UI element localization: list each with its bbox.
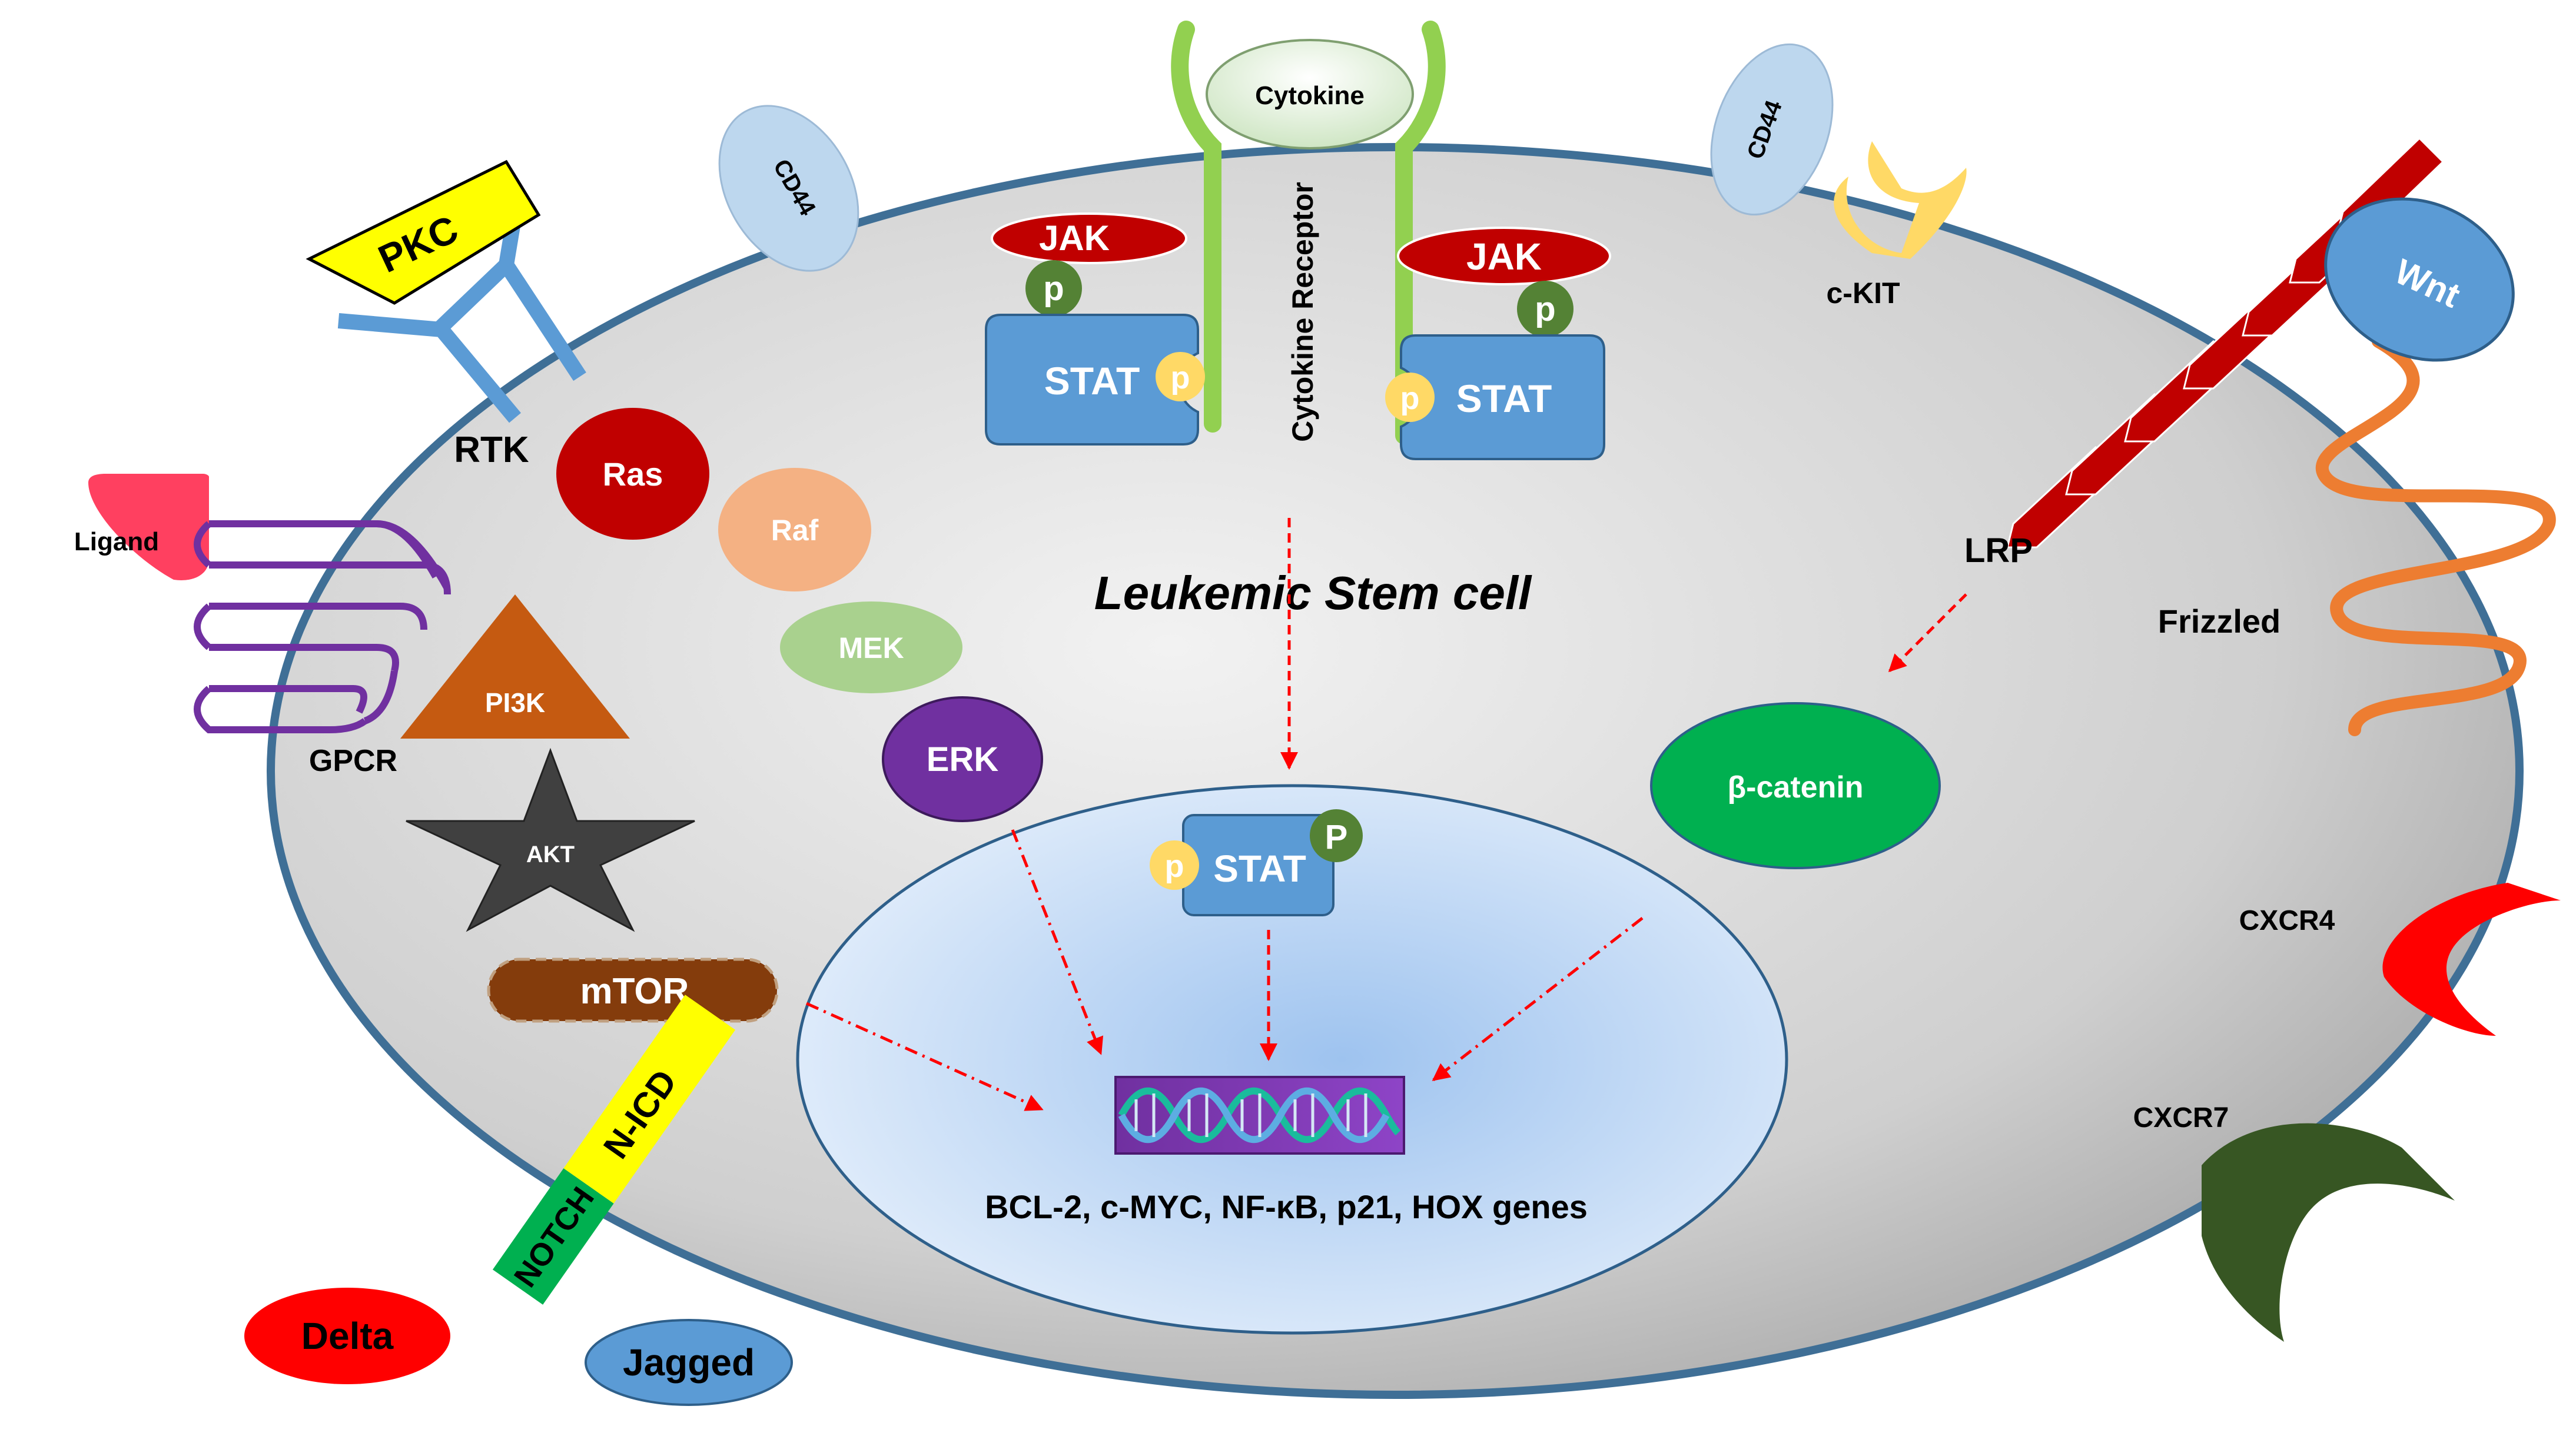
stat-right-label: STAT bbox=[1456, 377, 1552, 420]
cd44-right bbox=[1710, 43, 1834, 216]
gpcr-receptor bbox=[194, 520, 451, 733]
cytokine-label: Cytokine bbox=[1255, 81, 1365, 110]
phospho-jak-left-label: p bbox=[1043, 270, 1064, 308]
ras-label: Ras bbox=[603, 456, 663, 493]
frizzled-label: Frizzled bbox=[2158, 603, 2280, 640]
cd44-left bbox=[718, 105, 859, 272]
mtor-label: mTOR bbox=[580, 971, 689, 1012]
stat-right bbox=[1400, 334, 1605, 460]
ligand bbox=[88, 474, 209, 580]
pi3k bbox=[400, 594, 630, 739]
phospho-stat-right-label: p bbox=[1400, 381, 1420, 416]
arrow-lrp-to-betacatenin bbox=[1888, 593, 1967, 673]
jak-left bbox=[991, 212, 1187, 264]
stat-left-label: STAT bbox=[1044, 359, 1140, 403]
erk bbox=[882, 696, 1043, 822]
phospho-jak-left bbox=[1025, 260, 1082, 317]
stat-nucleus-label: STAT bbox=[1213, 847, 1306, 890]
mtor bbox=[487, 958, 779, 1023]
phospho-stat-nucleus-left bbox=[1150, 840, 1199, 890]
frizzled-receptor bbox=[2315, 335, 2556, 736]
cytokine-receptor-label: Cytokine Receptor bbox=[1286, 182, 1319, 442]
target-genes-label: BCL-2, c-MYC, NF-κB, p21, HOX genes bbox=[985, 1188, 1588, 1225]
pi3k-label: PI3K bbox=[485, 687, 545, 718]
cxcr4-label: CXCR4 bbox=[2239, 905, 2335, 936]
beta-catenin bbox=[1650, 702, 1941, 869]
cxcr7-receptor bbox=[2202, 1123, 2455, 1342]
mek bbox=[780, 601, 962, 693]
arrow-erk-to-dna bbox=[1011, 829, 1104, 1055]
phospho-jak-right-label: p bbox=[1535, 290, 1555, 328]
ckit-receptor bbox=[1834, 141, 1967, 259]
cxcr4-receptor bbox=[2382, 883, 2561, 1036]
stat-left bbox=[985, 314, 1199, 446]
lrp-label: LRP bbox=[1964, 531, 2033, 570]
jagged-label: Jagged bbox=[623, 1341, 755, 1384]
nucleus bbox=[796, 784, 1788, 1335]
pkc bbox=[306, 159, 541, 305]
delta-label: Delta bbox=[301, 1315, 394, 1357]
jak-left-label: JAK bbox=[1039, 218, 1110, 258]
dna-helix-icon bbox=[1114, 1076, 1405, 1155]
akt bbox=[406, 747, 695, 932]
jagged bbox=[585, 1319, 793, 1406]
cxcr7-label: CXCR7 bbox=[2133, 1102, 2229, 1133]
raf-label: Raf bbox=[771, 514, 819, 547]
akt-label: AKT bbox=[526, 842, 575, 867]
ligand-label: Ligand bbox=[74, 527, 159, 556]
phospho-stat-left bbox=[1156, 352, 1205, 401]
delta bbox=[244, 1288, 450, 1384]
cytokine bbox=[1206, 39, 1414, 149]
mek-label: MEK bbox=[838, 631, 904, 664]
arrow-betacatenin-to-dna bbox=[1432, 917, 1644, 1081]
phospho-jak-right bbox=[1517, 281, 1574, 337]
rtk-label: RTK bbox=[454, 430, 529, 470]
phospho-stat-nucleus-right bbox=[1310, 809, 1363, 862]
jak-right bbox=[1397, 227, 1611, 285]
raf bbox=[718, 468, 871, 591]
cytokine-receptor-right bbox=[1395, 21, 1446, 444]
jak-right-label: JAK bbox=[1466, 235, 1542, 278]
cytokine-receptor-left bbox=[1171, 21, 1221, 433]
phospho-stat-nucleus-right-label: P bbox=[1325, 818, 1348, 856]
phospho-stat-left-label: p bbox=[1171, 360, 1190, 395]
beta-catenin-label: β-catenin bbox=[1727, 770, 1863, 805]
wnt bbox=[2324, 197, 2515, 362]
ras bbox=[556, 408, 709, 540]
arrow-mtor-to-dna bbox=[805, 1002, 1044, 1111]
erk-label: ERK bbox=[927, 740, 999, 779]
cell-label: Leukemic Stem cell bbox=[1094, 567, 1532, 619]
gpcr-label: GPCR bbox=[309, 744, 397, 778]
phospho-stat-right bbox=[1385, 373, 1435, 422]
phospho-stat-nucleus-left-label: p bbox=[1165, 849, 1184, 884]
ckit-label: c-KIT bbox=[1827, 277, 1900, 310]
